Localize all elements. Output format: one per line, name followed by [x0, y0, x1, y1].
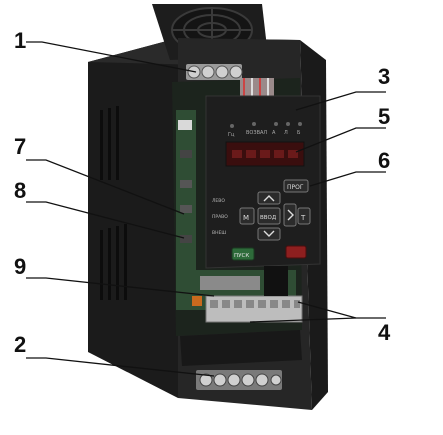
power-terminal-block: [196, 370, 282, 390]
side-vents: [100, 106, 127, 300]
right-arrow-key[interactable]: [283, 203, 297, 227]
stop-key[interactable]: [285, 245, 307, 259]
side-label-2: ПРАВО: [212, 214, 228, 220]
shift-key[interactable]: [297, 207, 311, 225]
side-label-1: ЛЕВО: [212, 198, 225, 204]
enter-key[interactable]: [257, 207, 281, 225]
status-indicators: Гц ВОЗВАЛ А Л Б: [228, 122, 302, 138]
keypad-navigation: М ВВОД Т: [239, 191, 311, 241]
prog-key-label: ПРОГ: [287, 184, 304, 191]
chevron-down-icon: [263, 230, 275, 237]
indicator-label-5: Б: [297, 130, 301, 136]
up-arrow-key[interactable]: [257, 191, 281, 205]
callout-3: 3: [378, 64, 391, 89]
chevron-right-icon: [287, 209, 294, 221]
side-label-3: ВНЕШ: [212, 230, 226, 236]
ribbon-cable: [240, 78, 274, 98]
shift-key-label: Т: [300, 214, 306, 222]
housing-left-side: [88, 38, 178, 398]
leader-line-1: [26, 41, 197, 73]
leader-lines: [26, 41, 386, 377]
lower-recess: [180, 330, 302, 366]
run-key-label: ПУСК: [234, 253, 249, 259]
indicator-label-3: А: [272, 130, 276, 136]
mode-key[interactable]: [239, 207, 255, 225]
leader-line-2: [26, 357, 215, 377]
chevron-up-icon: [263, 195, 275, 202]
enter-key-label: ВВОД: [260, 215, 277, 221]
leader-line-5: [295, 127, 386, 153]
leader-line-4b: [249, 317, 357, 323]
callout-1: 1: [14, 28, 27, 53]
mode-key-label: М: [243, 214, 249, 222]
down-arrow-key[interactable]: [257, 227, 281, 241]
indicator-label-4: Л: [284, 130, 288, 136]
callout-2: 2: [14, 332, 27, 357]
callout-8: 8: [14, 178, 27, 203]
indicator-label-2: ВОЗВАЛ: [246, 130, 267, 136]
run-key[interactable]: [231, 247, 255, 261]
led-digits: [232, 150, 298, 158]
callout-9: 9: [14, 254, 27, 279]
prog-key[interactable]: [283, 179, 309, 193]
callout-5: 5: [378, 104, 391, 129]
leader-line-3: [295, 91, 386, 111]
callout-7: 7: [14, 134, 27, 159]
callout-6: 6: [378, 148, 391, 173]
leader-line-7: [26, 159, 185, 215]
leader-line-9: [26, 277, 215, 297]
leader-line-8: [26, 201, 185, 239]
indicator-label-hz: Гц: [228, 132, 235, 138]
leader-line-6: [309, 171, 386, 187]
callout-4: 4: [378, 320, 391, 345]
